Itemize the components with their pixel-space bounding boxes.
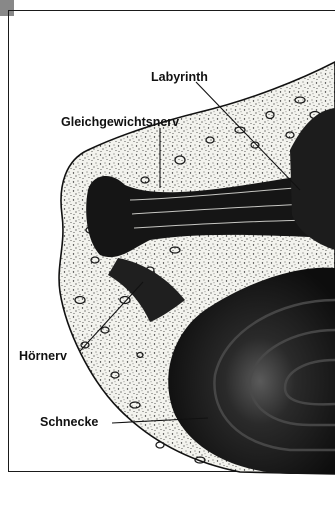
label-hoernerv: Hörnerv	[19, 350, 67, 363]
label-gleichgewichtsnerv: Gleichgewichtsnerv	[61, 116, 179, 129]
label-schnecke: Schnecke	[40, 416, 98, 429]
label-labyrinth: Labyrinth	[151, 71, 208, 84]
